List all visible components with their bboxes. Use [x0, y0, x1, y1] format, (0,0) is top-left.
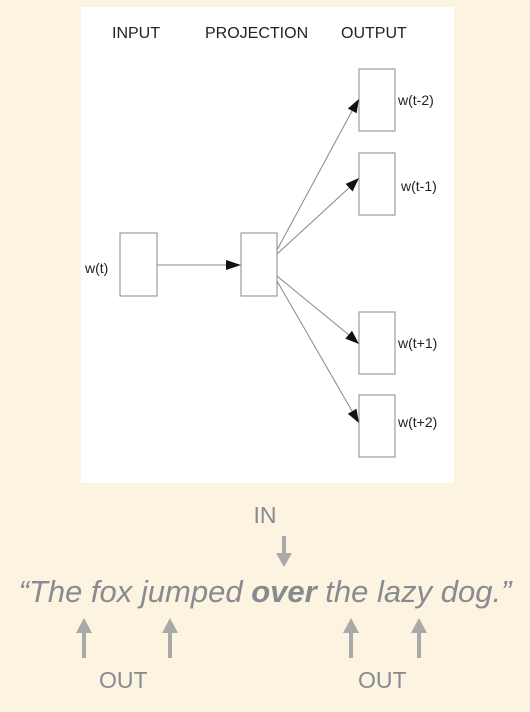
out-label-right: OUT: [358, 667, 407, 693]
up-arrow-icon: [343, 618, 359, 658]
output-box-t-minus-2: [358, 68, 396, 132]
output-word-label-t-minus-2: w(t-2): [397, 92, 434, 108]
down-arrow-icon: [276, 536, 292, 567]
arrowhead-t-minus-1: [345, 178, 359, 192]
arrowhead-t-plus-2: [347, 408, 359, 423]
up-arrow-icon: [76, 618, 92, 658]
edge-to-t-minus-1: [276, 186, 351, 255]
output-box-t-plus-2: [358, 394, 396, 458]
output-word-label-t-plus-2: w(t+2): [397, 414, 437, 430]
output-word-label-t-plus-1: w(t+1): [397, 335, 437, 351]
out-label-left: OUT: [99, 667, 148, 693]
projection-box: [240, 232, 278, 297]
input-word-label: w(t): [84, 260, 108, 276]
output-box-t-minus-1: [358, 152, 396, 216]
up-arrow-icon: [411, 618, 427, 658]
example-sentence: “The fox jumped over the lazy dog.”: [0, 574, 530, 610]
arrowhead-t-plus-1: [345, 330, 359, 344]
up-arrow-icon: [162, 618, 178, 658]
sentence-after-focus: the lazy dog.: [316, 574, 502, 609]
edge-to-t-plus-1: [276, 275, 350, 336]
skip-gram-diagram: INPUT PROJECTION OUTPUT w(t) w(t-2) w(t-…: [81, 7, 454, 483]
edge-to-t-plus-2: [276, 280, 353, 412]
in-label: IN: [253, 502, 277, 528]
input-to-projection-arrowhead: [226, 260, 241, 270]
output-box-t-plus-1: [358, 311, 396, 375]
header-projection: PROJECTION: [205, 25, 308, 42]
focus-word: over: [251, 574, 317, 609]
edge-to-t-minus-2: [276, 110, 353, 251]
diagram-canvas: INPUT PROJECTION OUTPUT w(t) w(t-2) w(t-…: [84, 25, 437, 458]
close-quote: ”: [501, 574, 512, 609]
sentence-before-focus: The fox jumped: [28, 574, 252, 609]
input-box: [119, 232, 158, 297]
open-quote: “: [18, 574, 29, 609]
output-word-label-t-minus-1: w(t-1): [400, 178, 437, 194]
header-input: INPUT: [112, 25, 160, 42]
header-output: OUTPUT: [341, 25, 407, 42]
arrowhead-t-minus-2: [347, 99, 359, 114]
